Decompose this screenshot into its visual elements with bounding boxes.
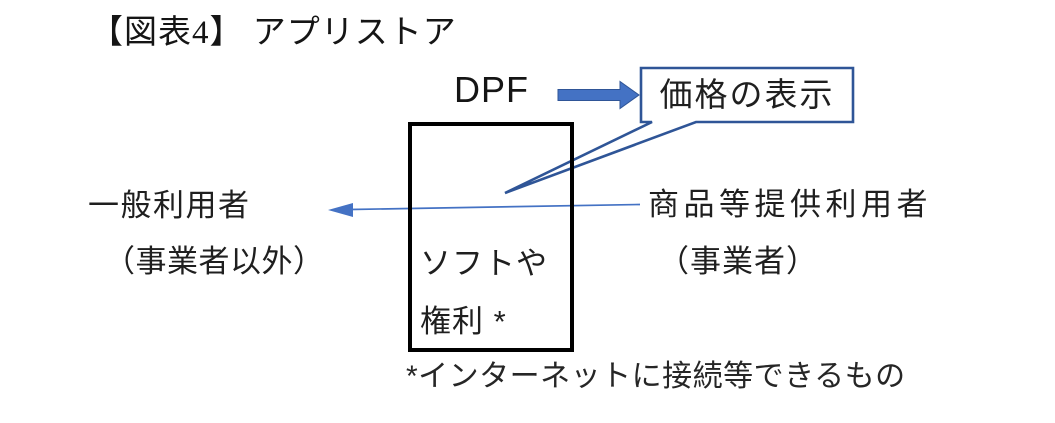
footnote: *インターネットに接続等できるもの	[406, 360, 906, 393]
provider-user-qualifier: （事業者）	[658, 244, 818, 279]
dpf-box-content-line2: 権利 *	[420, 304, 507, 339]
figure-title: 【図表4】 アプリストア	[90, 15, 457, 51]
dpf-box-content-line1: ソフトや	[420, 246, 548, 281]
transaction-flow-arrowhead-icon	[328, 203, 353, 217]
dpf-box-outline	[408, 122, 574, 352]
dpf-to-price-arrow-icon	[557, 80, 640, 110]
platform-label: DPF	[454, 69, 529, 110]
provider-user-label: 商品等提供利用者	[648, 187, 932, 222]
general-user-label: 一般利用者	[88, 188, 251, 223]
price-callout-label: 価格の表示	[659, 75, 835, 113]
general-user-qualifier: （事業者以外）	[104, 244, 325, 279]
price-callout-bubble	[504, 66, 855, 195]
transaction-flow-line	[349, 203, 641, 211]
